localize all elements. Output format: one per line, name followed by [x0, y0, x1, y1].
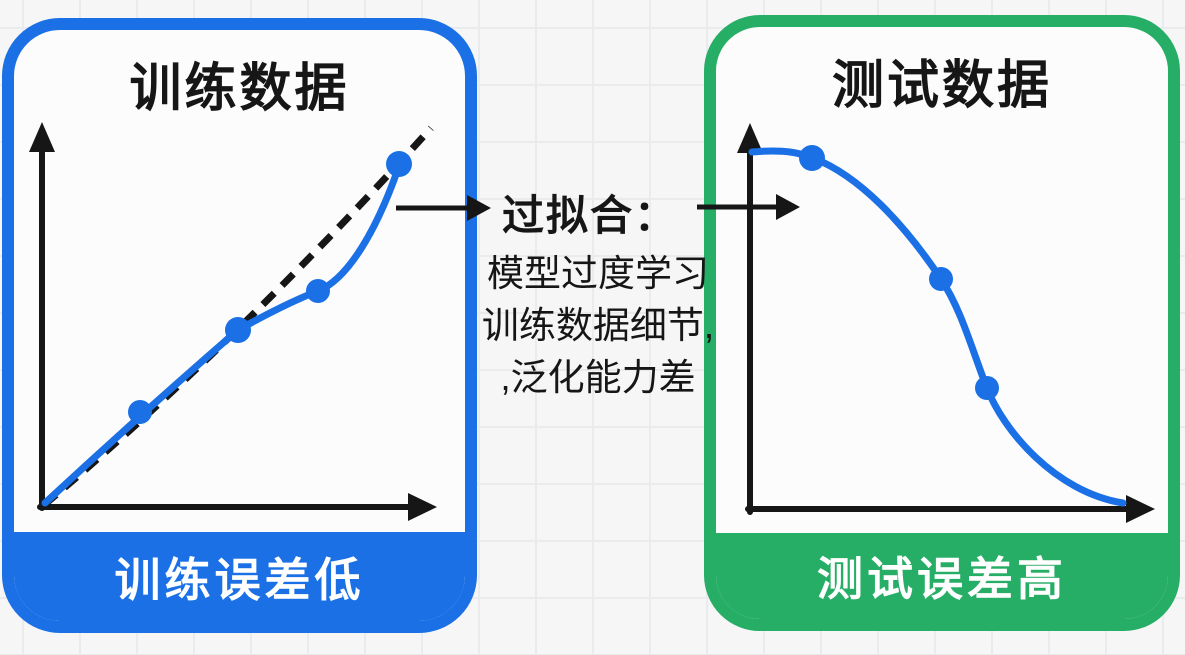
training-footer-label: 训练误差低	[114, 553, 365, 606]
training-data-panel: 训练数据 训练误差低	[2, 18, 477, 633]
overfitting-description-line: 模型过度学习	[487, 253, 709, 294]
overfitting-description-line: ,泛化能力差	[500, 357, 696, 398]
overfitting-description-line: 训练数据细节,	[481, 305, 715, 346]
training-footer-badge: 训练误差低	[14, 532, 465, 621]
test-footer-badge: 测试误差高	[716, 533, 1168, 619]
training-panel-title: 训练数据	[129, 60, 350, 118]
test-footer-label: 测试误差高	[817, 553, 1067, 605]
test-panel-title: 测试数据	[831, 57, 1052, 115]
overfitting-heading: 过拟合：	[501, 192, 678, 239]
test-data-panel: 测试数据 测试误差高	[704, 15, 1180, 631]
overfitting-description: 模型过度学习 训练数据细节, ,泛化能力差	[462, 248, 734, 404]
